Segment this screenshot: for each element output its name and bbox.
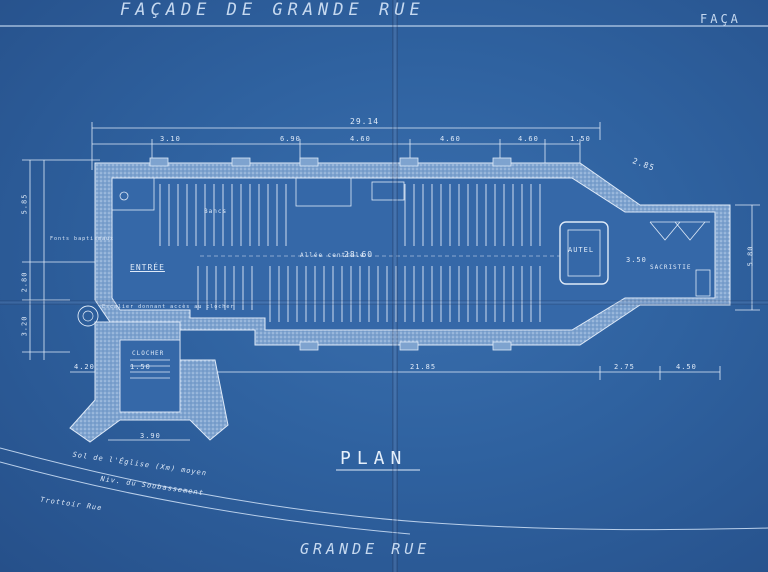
dim-left-2: 2.80 xyxy=(20,271,29,293)
dim-bottom-3: 21.85 xyxy=(410,363,437,371)
sacristy-fixtures xyxy=(649,221,711,297)
label-entry: ENTRÉE xyxy=(130,263,165,272)
dim-top-6: 1.50 xyxy=(570,135,591,143)
plan-title: PLAN xyxy=(340,448,408,469)
dim-overall: 29.14 xyxy=(350,117,380,126)
dim-right-1: 5.80 xyxy=(746,245,755,267)
dim-top-4: 4.60 xyxy=(440,135,461,143)
header-title: FAÇADE DE GRANDE RUE xyxy=(120,0,425,20)
dim-bottom-5: 4.50 xyxy=(676,363,697,371)
altar xyxy=(559,221,609,285)
dim-tower: 3.90 xyxy=(140,432,161,440)
overall-dimension-line xyxy=(91,122,601,170)
label-sacristy: SACRISTIE xyxy=(650,264,692,271)
paper-fold-horizontal xyxy=(0,300,768,305)
pews-upper xyxy=(159,184,541,246)
entry-rooms xyxy=(111,177,405,211)
dim-bottom-4: 2.75 xyxy=(614,363,635,371)
dim-bottom-1: 4.20 xyxy=(74,363,95,371)
buttresses xyxy=(149,157,512,351)
label-baptistery: Fonts baptismaux xyxy=(50,236,115,242)
street-lines xyxy=(0,447,768,535)
dim-left-1: 5.85 xyxy=(20,193,29,215)
left-dimension-lines xyxy=(22,159,100,360)
paper-fold-vertical xyxy=(392,0,398,572)
label-stair-note: Escalier donnant accès au clocher xyxy=(102,304,235,310)
pews-lower xyxy=(197,266,541,322)
dim-top-3: 4.60 xyxy=(350,135,371,143)
right-dimension-lines xyxy=(735,204,760,311)
dim-bottom-2: 1.50 xyxy=(130,363,151,371)
dim-top-2: 6.90 xyxy=(280,135,301,143)
bell-tower xyxy=(69,305,229,443)
label-tower: CLOCHER xyxy=(132,350,165,357)
street-name: GRANDE RUE xyxy=(300,540,431,558)
dim-apse: 3.50 xyxy=(626,256,647,264)
dim-interior: 28.60 xyxy=(344,250,374,259)
label-pews: Bancs xyxy=(204,208,228,215)
dim-top-5: 4.60 xyxy=(518,135,539,143)
header-title-right: FAÇA xyxy=(700,12,741,26)
dim-top-1: 3.10 xyxy=(160,135,181,143)
label-aisle: Allée centrale xyxy=(300,252,365,259)
nave-walls xyxy=(94,162,731,346)
dim-left-3: 3.20 xyxy=(20,315,29,337)
label-altar: AUTEL xyxy=(568,246,595,254)
